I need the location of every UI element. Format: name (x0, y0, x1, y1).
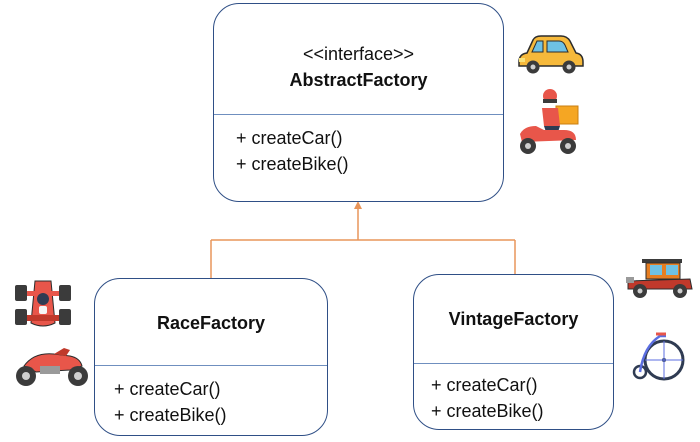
race-factory-divider (95, 365, 327, 366)
race-car-icon (15, 280, 71, 327)
delivery-scooter-icon (520, 89, 579, 154)
abstract-factory-divider (214, 114, 503, 115)
race-factory-box: RaceFactory + createCar() + createBike() (94, 278, 328, 436)
race-factory-name: RaceFactory (156, 313, 266, 333)
vintage-factory-method: + createBike() (431, 401, 544, 421)
vintage-factory-name: VintageFactory (448, 309, 579, 329)
car-icon (518, 35, 584, 74)
race-factory-method: + createBike() (114, 405, 227, 425)
race-factory-method: + createCar() (114, 379, 221, 399)
vintage-factory-method: + createCar() (431, 375, 538, 395)
sport-motorcycle-icon (16, 348, 88, 386)
vintage-factory-divider (414, 363, 613, 364)
inheritance-arrowhead (354, 201, 362, 209)
vintage-factory-box: VintageFactory + createCar() + createBik… (413, 274, 614, 430)
penny-farthing-icon (632, 332, 685, 381)
abstract-factory-name: AbstractFactory (289, 70, 428, 90)
abstract-factory-box: <<interface>> AbstractFactory + createCa… (213, 3, 504, 202)
abstract-factory-method: + createBike() (236, 154, 349, 174)
abstract-factory-stereotype: <<interface>> (302, 44, 415, 64)
vintage-car-icon (626, 259, 693, 298)
abstract-factory-method: + createCar() (236, 128, 343, 148)
